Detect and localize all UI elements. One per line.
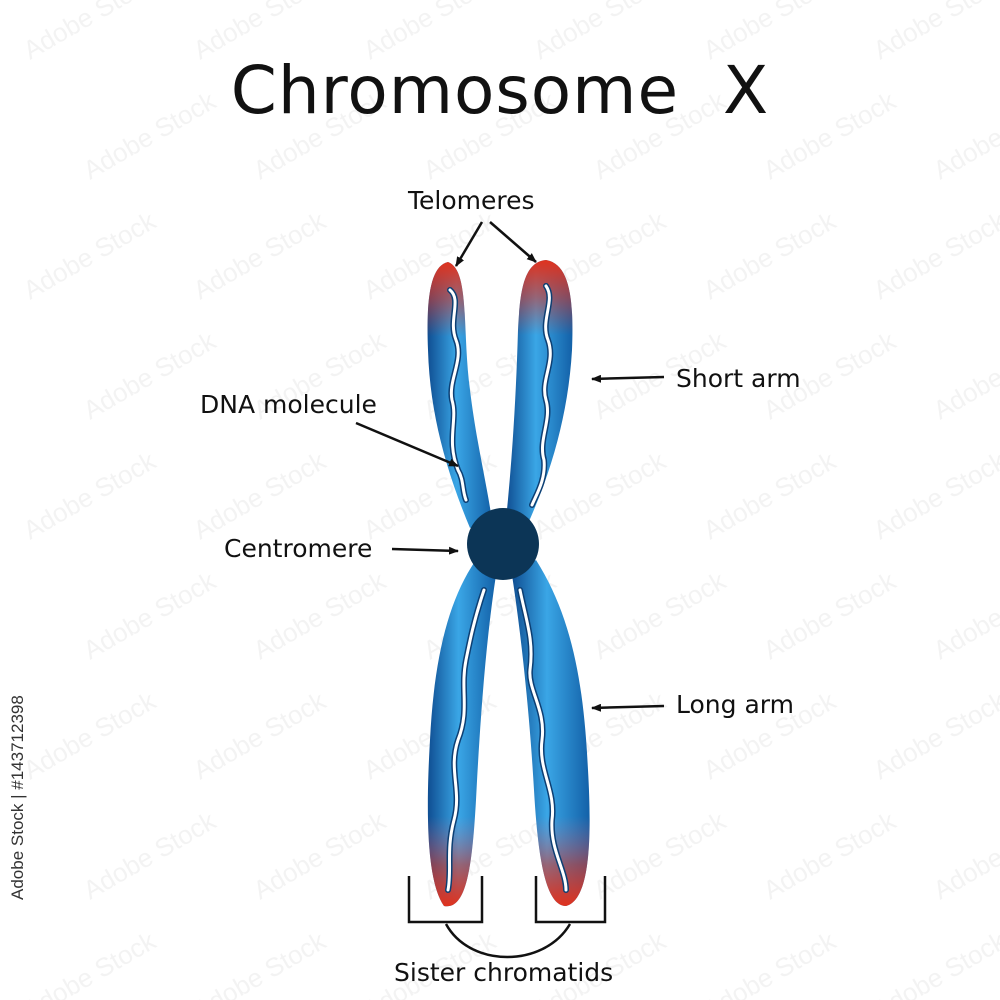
watermark-tile: Adobe Stock (868, 445, 1000, 545)
watermark-tile: Adobe Stock (868, 685, 1000, 785)
watermark-tile: Adobe Stock (928, 565, 1000, 665)
watermark-tile: Adobe Stock (358, 205, 502, 305)
watermark-tile: Adobe Stock (18, 205, 162, 305)
short-arm-arrow (591, 374, 665, 383)
watermark-tile: Adobe Stock (18, 685, 162, 785)
page-title: Chromosome X (230, 52, 770, 129)
short-arm-label: Short arm (676, 364, 801, 393)
watermark-tile: Adobe Stock (248, 805, 392, 905)
watermark-tile: Adobe Stock (698, 205, 842, 305)
sister-chromatids-bracket (407, 876, 607, 959)
upper-right-chromatid (506, 260, 573, 528)
dna-molecule-label: DNA molecule (200, 390, 377, 419)
watermark-tile: Adobe Stock (18, 445, 162, 545)
watermark-tile: Adobe Stock (928, 325, 1000, 425)
centromere-shape (467, 508, 539, 580)
sister-chromatids-label: Sister chromatids (394, 958, 614, 987)
watermark-tile: Adobe Stock (698, 445, 842, 545)
watermark-tile: Adobe Stock (868, 925, 1000, 1000)
watermark-tile: Adobe Stock (868, 205, 1000, 305)
telomeres-label: Telomeres (408, 186, 535, 215)
dna-strands (445, 283, 569, 893)
upper-left-chromatid (427, 262, 492, 528)
telomere-arrow-right (489, 221, 537, 263)
long-arm-arrow (591, 703, 665, 712)
watermark-tile: Adobe Stock (588, 805, 732, 905)
long-arm-label: Long arm (676, 690, 794, 719)
centromere-label: Centromere (224, 534, 373, 563)
watermark-tile: Adobe Stock (248, 565, 392, 665)
watermark-tile: Adobe Stock (758, 805, 902, 905)
watermark-tile: Adobe Stock (928, 805, 1000, 905)
watermark-tile: Adobe Stock (588, 565, 732, 665)
centromere-arrow (391, 546, 459, 555)
watermark-tile: Adobe Stock (78, 805, 222, 905)
label-arrows (355, 221, 665, 712)
dna-molecule-arrow (355, 421, 459, 468)
watermark-tile: Adobe Stock (188, 685, 332, 785)
telomere-arrow-left (454, 221, 484, 267)
watermark-tile: Adobe Stock (188, 445, 332, 545)
watermark-tile: Adobe Stock (78, 565, 222, 665)
watermark-tile: Adobe Stock (758, 565, 902, 665)
stock-id-text: Adobe Stock | #143712398 (8, 695, 27, 900)
watermark-tile: Adobe Stock (698, 925, 842, 1000)
watermark-tile: Adobe Stock (18, 925, 162, 1000)
watermark-tile: Adobe Stock (188, 925, 332, 1000)
watermark-tile: Adobe Stock (188, 205, 332, 305)
